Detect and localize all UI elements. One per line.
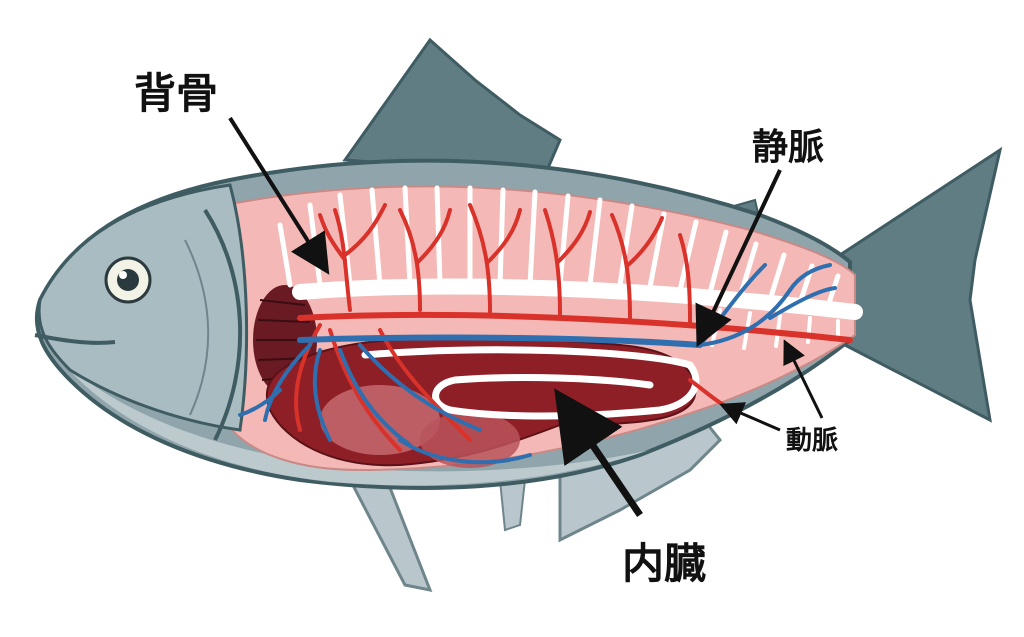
vein-arrow [695,169,782,348]
artery-label: 動脈 [786,426,839,456]
vein-label: 静脈 [752,127,825,168]
organs-arrow [554,388,643,517]
artery-arrow-lower [719,402,781,432]
dorsal-fin [342,37,562,177]
fish-head [37,183,249,432]
artery-vessels [294,203,853,452]
eye-highlight [119,271,127,279]
artery-arrow-upper [783,339,824,419]
gill-cover-inner [184,239,210,416]
vein-vessels [238,263,837,465]
internal-organs-label: 内臓 [622,539,707,588]
belly-shade [60,360,650,486]
backbone [292,278,863,320]
backbone-label: 背骨 [134,69,219,118]
mouth [34,333,116,345]
tail-fin [838,146,1003,423]
gill-cover [203,208,243,441]
backbone-arrow [228,116,330,275]
small-ventral-fin [498,479,527,532]
